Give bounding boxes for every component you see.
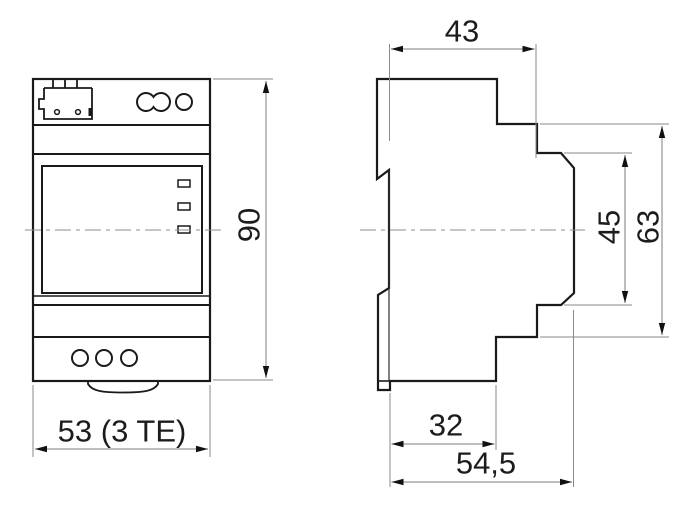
bottom-terminals: [71, 349, 138, 367]
bottom-terminal-3: [120, 349, 138, 367]
dim-label-side-depth-top: 43: [445, 14, 479, 49]
dim-side-outer-height: 63: [540, 123, 669, 338]
dim-side-inner-height: 45: [564, 152, 632, 306]
terminal-tabs: [52, 79, 78, 88]
dim-label-front-width: 53 (3 TE): [58, 414, 187, 449]
bottom-terminal-1: [71, 349, 89, 367]
side-view: [360, 77, 585, 392]
dim-side-depth-total: 54,5: [391, 310, 574, 487]
terminal-slot: [88, 108, 92, 116]
front-center-panel: [41, 165, 203, 294]
terminal-block: [38, 79, 93, 120]
dim-label-side-depth-lower: 32: [429, 408, 463, 443]
dim-front-width: 53 (3 TE): [32, 385, 211, 457]
dim-label-front-height: 90: [232, 208, 267, 242]
terminal-screw-left: [53, 108, 61, 116]
terminal-body: [38, 87, 93, 120]
dim-front-height: 90: [213, 78, 273, 381]
bottom-terminal-2: [95, 349, 113, 367]
peanut-hole: [136, 92, 171, 112]
dim-side-depth-lower: 32: [389, 385, 497, 487]
led-window-2: [177, 202, 191, 211]
din-release-clip: [87, 381, 159, 394]
dim-label-side-outer-height: 63: [631, 210, 666, 244]
front-view: [25, 77, 222, 394]
dim-side-depth-top: 43: [389, 14, 537, 158]
dim-label-side-inner-height: 45: [592, 210, 627, 244]
round-hole: [175, 93, 193, 111]
led-window-1: [177, 179, 191, 188]
side-profile: [375, 77, 576, 392]
led-windows: [177, 179, 191, 234]
dim-label-side-depth-total: 54,5: [456, 446, 516, 481]
terminal-screw-right: [74, 108, 82, 116]
